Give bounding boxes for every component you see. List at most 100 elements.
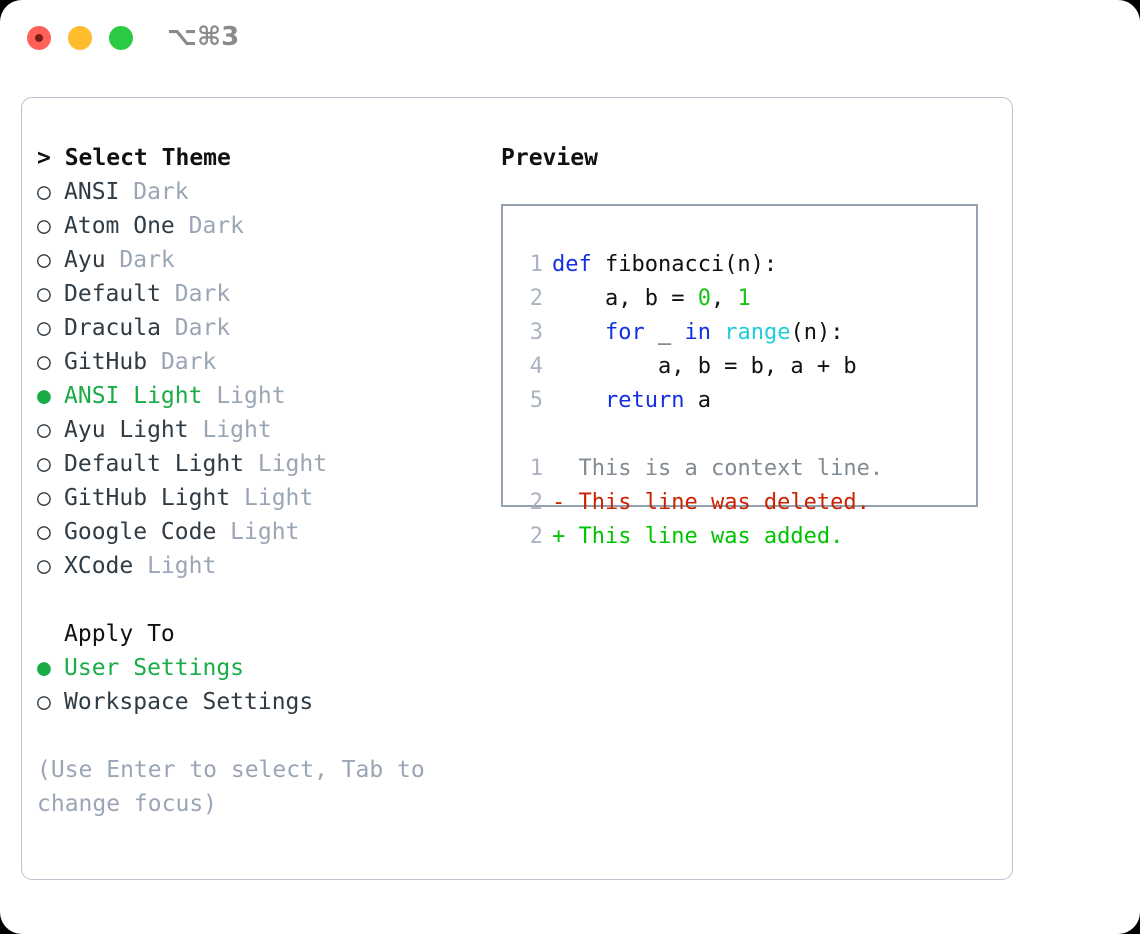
radio-unselected-icon: ○ <box>37 417 51 443</box>
theme-option-label: Google Code <box>64 519 217 545</box>
theme-selector-column: > Select Theme ○ANSI Dark○Atom One Dark○… <box>37 141 497 821</box>
diff-text: This line was added. <box>578 524 844 549</box>
main-card: > Select Theme ○ANSI Dark○Atom One Dark○… <box>21 97 1013 880</box>
theme-option-label: Dracula <box>64 315 161 341</box>
theme-option-label: XCode <box>64 553 134 579</box>
theme-option-variant-label: Light <box>188 417 272 443</box>
theme-option-variant-label: Dark <box>119 179 189 205</box>
theme-option-5[interactable]: ○ GitHub Dark <box>37 345 497 379</box>
diff-line: 2- This line was deleted. <box>503 486 976 520</box>
theme-option-7[interactable]: ○ Ayu Light Light <box>37 413 497 447</box>
code-token: return <box>604 388 685 413</box>
theme-option-variant-label: Dark <box>174 213 245 239</box>
theme-option-variant-label: Dark <box>160 281 231 307</box>
radio-selected-icon: ● <box>37 655 51 681</box>
radio-unselected-icon: ○ <box>37 349 51 375</box>
apply-option-1[interactable]: ○ Workspace Settings <box>37 685 497 719</box>
theme-option-variant-label: Dark <box>160 315 231 341</box>
theme-option-variant-label: Light <box>230 485 314 511</box>
radio-unselected-icon: ○ <box>37 179 51 205</box>
line-number: 2 <box>529 490 543 515</box>
theme-option-label: Ayu Light <box>64 417 189 443</box>
theme-option-label: Atom One <box>64 213 175 239</box>
theme-option-3[interactable]: ○ Default Dark <box>37 277 497 311</box>
window-controls <box>27 26 133 50</box>
theme-option-1[interactable]: ○ Atom One Dark <box>37 209 497 243</box>
radio-unselected-icon: ○ <box>37 247 51 273</box>
code-token <box>552 388 605 413</box>
theme-list[interactable]: ○ ANSI Dark ○ Atom One Dark ○ Ayu Dark ○ Defaul… <box>37 175 497 583</box>
theme-option-4[interactable]: ○ Dracula Dark <box>37 311 497 345</box>
theme-option-label: ANSI <box>64 179 120 205</box>
theme-option-label: Default <box>64 281 161 307</box>
theme-option-variant-label: Dark <box>105 247 175 273</box>
theme-option-label: Ayu <box>64 247 106 273</box>
radio-unselected-icon: ○ <box>37 689 51 715</box>
theme-option-label: GitHub Light <box>64 485 231 511</box>
code-line: 2 a, b = 0, 1 <box>503 282 976 316</box>
code-token: for <box>604 320 645 345</box>
title-bar: ⌥⌘3 <box>0 0 1140 78</box>
close-button[interactable] <box>27 26 51 50</box>
theme-option-11[interactable]: ○XCode Light <box>37 549 497 583</box>
radio-selected-icon: ● <box>37 383 51 409</box>
preview-heading: Preview <box>501 145 598 171</box>
code-token: def <box>552 252 605 277</box>
code-line: 4 a, b = b, a + b <box>503 350 976 384</box>
theme-option-10[interactable]: ○ Google Code Light <box>37 515 497 549</box>
diff-marker: + <box>552 524 579 549</box>
apply-to-list[interactable]: ●User Settings ○ Workspace Settings <box>37 651 497 719</box>
code-token <box>552 320 605 345</box>
code-token: a, b = <box>552 286 698 311</box>
code-token: , <box>710 286 738 311</box>
theme-option-variant-label: Light <box>244 451 328 477</box>
keyboard-shortcut-label: ⌥⌘3 <box>167 22 240 52</box>
radio-unselected-icon: ○ <box>37 519 51 545</box>
diff-line: 2 + This line was added. <box>503 520 976 554</box>
radio-unselected-icon: ○ <box>37 213 51 239</box>
theme-option-variant-label: Dark <box>147 349 217 375</box>
zoom-button[interactable] <box>109 26 133 50</box>
code-line: 1 def fibonacci(n): <box>503 248 976 282</box>
apply-option-label: Workspace Settings <box>64 689 314 715</box>
radio-unselected-icon: ○ <box>37 281 51 307</box>
line-number: 1 <box>529 456 543 481</box>
theme-option-label: GitHub <box>64 349 148 375</box>
theme-option-0[interactable]: ○ ANSI Dark <box>37 175 497 209</box>
minimize-button[interactable] <box>68 26 92 50</box>
line-number: 4 <box>529 354 543 379</box>
theme-option-variant-label: Light <box>133 553 217 579</box>
theme-option-variant-label: Light <box>216 519 300 545</box>
code-token: a, b = b, a + b <box>552 354 857 379</box>
theme-option-label: Default Light <box>64 451 245 477</box>
diff-marker <box>552 456 579 481</box>
code-line: 3 for _ in range(n): <box>503 316 976 350</box>
code-line: 5 return a <box>503 384 976 418</box>
select-theme-heading: > Select Theme <box>37 145 231 171</box>
code-token: in <box>684 320 711 345</box>
theme-option-8[interactable]: ○ Default Light Light <box>37 447 497 481</box>
radio-unselected-icon: ○ <box>37 451 51 477</box>
radio-unselected-icon: ○ <box>37 315 51 341</box>
code-token <box>711 320 724 345</box>
code-token: range <box>724 320 791 345</box>
diff-text: This line was deleted. <box>578 490 870 515</box>
keyboard-hint: (Use Enter to select, Tab to change focu… <box>37 757 425 817</box>
theme-option-2[interactable]: ○ Ayu Dark <box>37 243 497 277</box>
apply-option-0[interactable]: ●User Settings <box>37 651 497 685</box>
line-number: 2 <box>529 524 543 549</box>
code-token: 1 <box>737 286 751 311</box>
line-number: 1 <box>529 252 543 277</box>
code-token: fibonacci(n): <box>604 252 778 277</box>
theme-option-6[interactable]: ●ANSI Light Light <box>37 379 497 413</box>
theme-option-9[interactable]: ○GitHub Light Light <box>37 481 497 515</box>
diff-line: 1 This is a context line. <box>503 452 976 486</box>
diff-text: This is a context line. <box>578 456 884 481</box>
diff-marker: - <box>552 490 579 515</box>
apply-to-heading: Apply To <box>64 621 175 647</box>
theme-option-variant-label: Light <box>202 383 286 409</box>
